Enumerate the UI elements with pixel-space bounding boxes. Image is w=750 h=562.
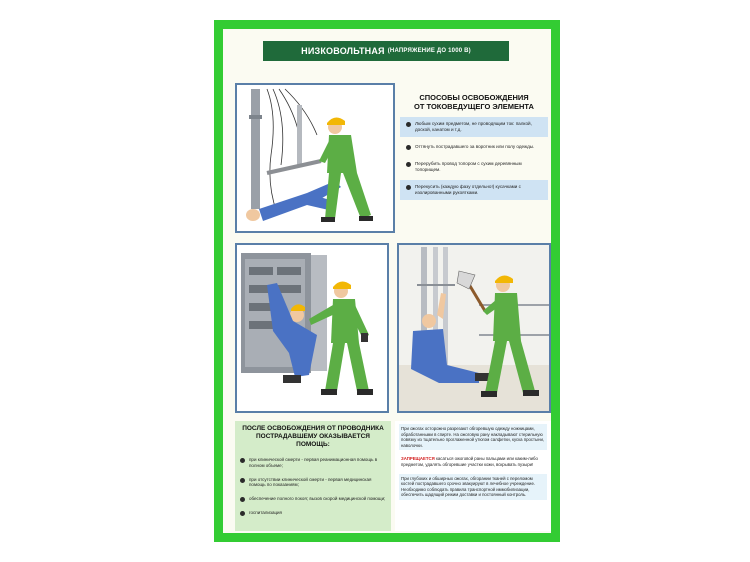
first-aid-section: ПОСЛЕ ОСВОБОЖДЕНИЯ ОТ ПРОВОДНИКА ПОСТРАД… [235, 421, 391, 531]
first-aid-item: при клинической смерти - первая реанимац… [240, 457, 386, 469]
method-item: Перерубить провод топором с сухим деревя… [400, 157, 548, 177]
bullet-icon [406, 145, 411, 150]
bullet-icon [240, 458, 245, 463]
illustration-axe-cut [397, 243, 551, 413]
pull-rescue-drawing [237, 245, 387, 411]
poster-title-bar: НИЗКОВОЛЬТНАЯ (НАПРЯЖЕНИЕ ДО 1000 В) [263, 41, 509, 61]
illustration-stick-rescue [235, 83, 395, 233]
bullet-icon [406, 162, 411, 167]
methods-list: Любым сухим предметом, не проводящим ток… [400, 117, 548, 200]
poster-subtitle: (НАПРЯЖЕНИЕ ДО 1000 В) [387, 48, 471, 54]
warning-word: ЗАПРЕЩАЕТСЯ [401, 456, 435, 462]
methods-title: СПОСОБЫ ОСВОБОЖДЕНИЯ ОТ ТОКОВЕДУЩЕГО ЭЛЕ… [414, 93, 534, 111]
first-aid-title: ПОСЛЕ ОСВОБОЖДЕНИЯ ОТ ПРОВОДНИКА ПОСТРАД… [242, 425, 384, 448]
burns-warning-paragraph: ЗАПРЕЩАЕТСЯ касаться ожоговой раны пальц… [401, 456, 538, 467]
release-methods-section: СПОСОБЫ ОСВОБОЖДЕНИЯ ОТ ТОКОВЕДУЩЕГО ЭЛЕ… [400, 87, 548, 225]
bullet-icon [240, 477, 245, 483]
bullet-icon [406, 122, 411, 127]
method-item: Перекусить (каждую фазу отдельно!) кусач… [400, 180, 548, 200]
safety-poster: НИЗКОВОЛЬТНАЯ (НАПРЯЖЕНИЕ ДО 1000 В) [214, 20, 560, 542]
bullet-icon [240, 497, 245, 503]
stick-rescue-drawing [237, 85, 393, 231]
illustration-pull-by-clothes [235, 243, 389, 413]
method-item: Оттянуть пострадавшего за воротник или п… [400, 140, 548, 154]
method-item: Любым сухим предметом, не проводящим ток… [400, 117, 548, 137]
axe-rescue-drawing [399, 245, 549, 411]
first-aid-item: обеспечение полного покоя; вызов скорой … [240, 496, 386, 503]
bullet-icon [240, 511, 245, 517]
burns-paragraph: При ожогах осторожно разрезают обгоревшу… [399, 424, 547, 451]
burns-deep-paragraph: При глубоких и обширных ожогах, обгорани… [399, 473, 547, 500]
poster-title: НИЗКОВОЛЬТНАЯ [301, 46, 385, 56]
burns-section: При ожогах осторожно разрезают обгоревшу… [395, 421, 551, 531]
bullet-icon [406, 185, 411, 190]
poster-inner: НИЗКОВОЛЬТНАЯ (НАПРЯЖЕНИЕ ДО 1000 В) [223, 29, 551, 533]
first-aid-item: при отсутствии клинической смерти - перв… [240, 477, 386, 489]
first-aid-item: госпитализация [240, 510, 386, 517]
